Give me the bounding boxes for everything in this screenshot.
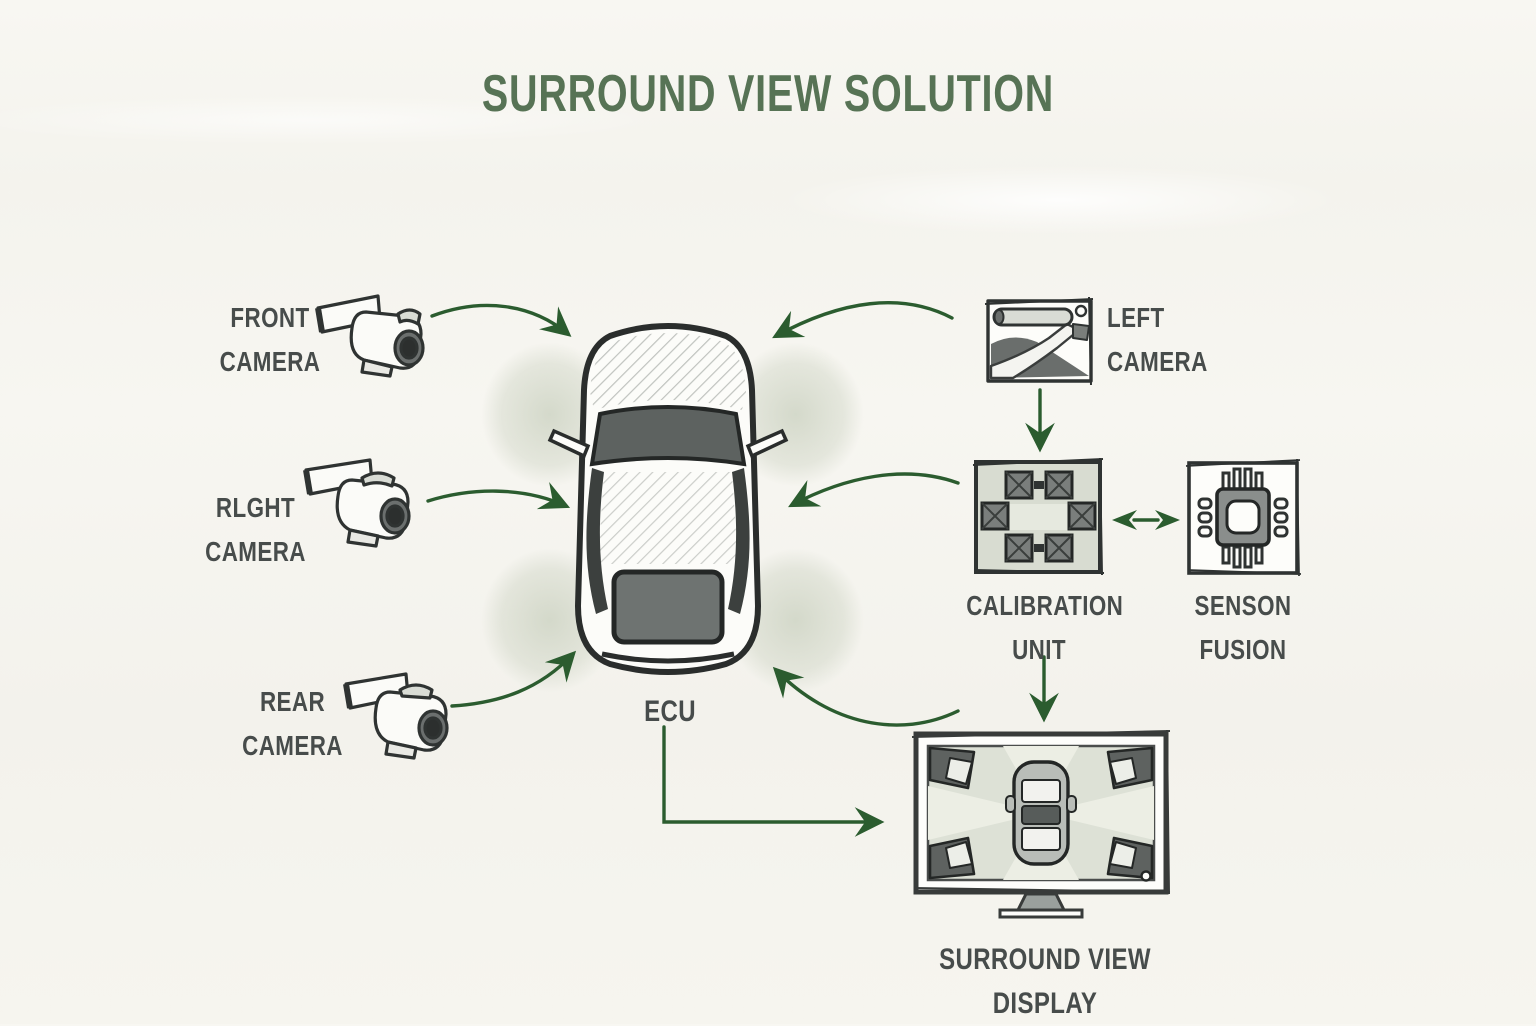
car-top-view-sketch bbox=[547, 323, 789, 675]
right-camera-label-line1: RLGHT bbox=[215, 492, 296, 523]
car-left-mirror bbox=[547, 428, 591, 459]
arrow-calibration-to-car bbox=[788, 472, 960, 508]
rear-camera-label: REAR CAMERA bbox=[223, 680, 363, 768]
arrow-front-camera-to-car bbox=[430, 303, 572, 337]
arrow-left-camera-to-car bbox=[772, 301, 954, 339]
arrow-display-to-car bbox=[772, 666, 960, 727]
surround-view-display-icon bbox=[911, 729, 1171, 919]
car-left-pillar bbox=[586, 468, 608, 614]
car-rear-window bbox=[611, 569, 725, 645]
sensor-fusion-chip-icon bbox=[1185, 458, 1302, 577]
front-camera-label: FRONT CAMERA bbox=[202, 296, 338, 384]
left-camera-icon bbox=[984, 296, 1094, 386]
calibration-unit-icon bbox=[972, 457, 1105, 576]
right-camera-label-line2: CAMERA bbox=[205, 536, 306, 567]
ecu-label: ECU bbox=[638, 690, 702, 734]
car-rear-bumper-line bbox=[601, 651, 735, 664]
left-camera-label-line1: LEFT bbox=[1107, 302, 1165, 333]
sensor-fusion-label-line1: SENSON bbox=[1194, 590, 1292, 621]
page-title: SURROUND VIEW SOLUTION bbox=[481, 65, 1055, 123]
right-camera-label: RLGHT CAMERA bbox=[186, 486, 326, 574]
car-right-pillar bbox=[728, 468, 750, 614]
surround-view-display-label: SURROUND VIEW DISPLAY bbox=[933, 938, 1157, 1026]
calibration-unit-label: CALIBRATION UNIT bbox=[966, 584, 1124, 672]
left-camera-label: LEFT CAMERA bbox=[1107, 296, 1219, 384]
front-camera-label-line1: FRONT bbox=[230, 302, 310, 333]
monitor-power-button bbox=[1140, 870, 1152, 882]
car-right-mirror bbox=[745, 428, 789, 459]
ecu-label-text: ECU bbox=[644, 695, 696, 728]
calibration-unit-label-line2: UNIT bbox=[1012, 634, 1066, 665]
arrow-rear-camera-to-car bbox=[450, 650, 577, 708]
rear-camera-label-line2: CAMERA bbox=[242, 730, 343, 761]
left-camera-label-line2: CAMERA bbox=[1107, 346, 1208, 377]
double-arrowhead-left bbox=[1112, 510, 1137, 530]
surround-view-display-label-text: SURROUND VIEW DISPLAY bbox=[939, 943, 1151, 1020]
front-camera-icon bbox=[315, 294, 425, 378]
arrow-right-camera-to-car bbox=[426, 482, 571, 510]
double-arrowhead-right bbox=[1155, 510, 1180, 530]
front-camera-label-line2: CAMERA bbox=[219, 346, 321, 377]
car-roof-hatch bbox=[598, 472, 738, 564]
car-windshield bbox=[589, 405, 747, 467]
car-hood-hatch bbox=[590, 333, 746, 410]
calibration-unit-label-line1: CALIBRATION bbox=[966, 590, 1124, 621]
right-camera-icon bbox=[303, 458, 411, 548]
arrow-ecu-to-display bbox=[662, 725, 885, 837]
sensor-fusion-label-line2: FUSION bbox=[1199, 634, 1287, 665]
rear-camera-label-line1: REAR bbox=[259, 686, 326, 717]
sensor-fusion-label: SENSON FUSION bbox=[1170, 584, 1316, 672]
rear-camera-icon bbox=[343, 672, 449, 760]
